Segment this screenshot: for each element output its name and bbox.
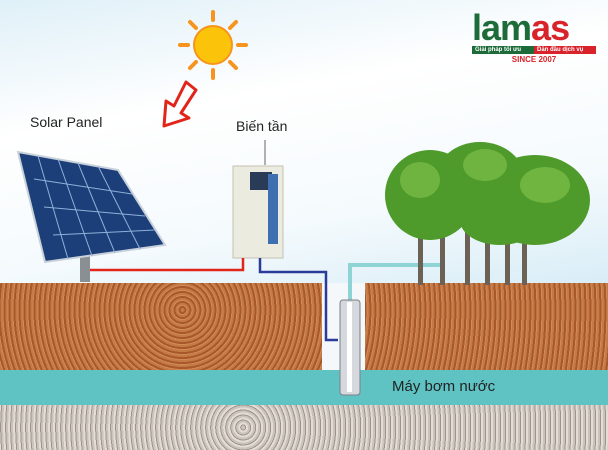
solar-panel-label: Solar Panel (30, 114, 103, 130)
soil-layer (0, 283, 608, 373)
power-cable-blue (258, 258, 338, 342)
sunlight-arrow-icon (162, 80, 198, 128)
power-cable-red (90, 258, 245, 272)
logo-tagline-right: Dẫn đầu dịch vụ (534, 46, 596, 54)
groundwater-layer (0, 370, 608, 406)
inverter-box (232, 140, 284, 259)
water-pump (339, 299, 361, 396)
inverter-label: Biến tần (236, 118, 288, 134)
sun-icon (178, 10, 248, 80)
trees (385, 142, 590, 285)
gravel-layer (0, 405, 608, 450)
logo-tagline-left: Giải pháp tối ưu (472, 46, 534, 54)
logo-brand: lamas (472, 7, 570, 48)
lamas-logo: lamas Giải pháp tối ưu Dẫn đầu dịch vụ S… (472, 7, 596, 68)
logo-since: SINCE 2007 (511, 55, 557, 64)
water-pipe (348, 263, 440, 305)
pump-label: Máy bơm nước (392, 378, 496, 395)
solar-panel (16, 150, 167, 282)
